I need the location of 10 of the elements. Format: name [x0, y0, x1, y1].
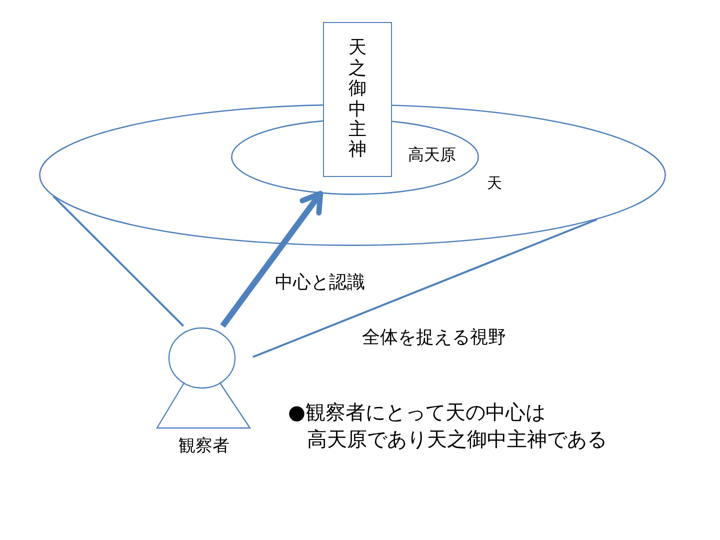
sight-line [52, 195, 184, 327]
thick-arrow [220, 190, 324, 328]
edge-label: 全体を捉える視野 [362, 327, 506, 349]
region-label: 天 [487, 174, 502, 192]
figure-caption: 観察者 [178, 436, 230, 456]
note-text: 高天原であり天之御中主神である [307, 427, 607, 451]
region-label: 高天原 [408, 145, 456, 164]
sight-line [252, 218, 598, 358]
vertical-text-panel: 天之御中主神 [323, 22, 392, 177]
note-text: ●観察者にとって天の中心は [288, 400, 546, 424]
